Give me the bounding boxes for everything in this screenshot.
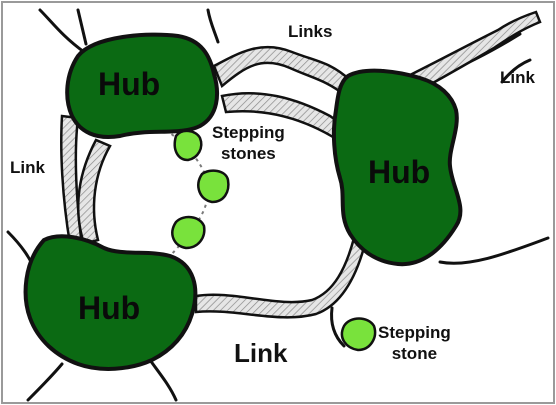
stepping-stone-3 [171, 215, 206, 250]
hub-right [331, 68, 463, 267]
link-label-top-right: Link [500, 68, 535, 87]
edge-line-top-left [38, 8, 86, 54]
links-label-top: Links [288, 22, 333, 41]
stepping-stones [171, 129, 377, 352]
edge-line-bottom-left [26, 362, 64, 402]
hub-top-left [65, 32, 219, 139]
link-label-left: Link [10, 158, 45, 177]
edge-line-top-mid [206, 8, 220, 44]
edge-line-to-stone [330, 306, 346, 348]
link-label-bottom: Link [234, 338, 288, 368]
stepping-stones-label-line2: stones [220, 144, 276, 163]
stepping-stone-label: Stepping stone [378, 322, 451, 364]
hub-bottom-left [23, 234, 198, 371]
hub-label-top-left: Hub [98, 66, 161, 102]
edge-line-right-lower [438, 236, 550, 265]
stepping-stones-label: Stepping stones [212, 122, 285, 164]
link-top-right [410, 10, 542, 92]
stepping-stone-1 [173, 129, 203, 162]
stepping-stone-2 [197, 169, 230, 204]
edge-line-right [500, 58, 532, 84]
stepping-stone-label-line2: stone [391, 344, 438, 363]
stepping-stone-label-line1: Stepping [378, 323, 451, 342]
hub-label-right: Hub [368, 154, 431, 190]
stepping-stone-4 [340, 317, 377, 352]
hubs [23, 32, 463, 371]
stepping-stones-label-line1: Stepping [212, 123, 285, 142]
hub-label-bottom-left: Hub [78, 290, 141, 326]
edge-line-bottom [148, 358, 178, 402]
edge-line-top-left-2 [76, 8, 88, 46]
